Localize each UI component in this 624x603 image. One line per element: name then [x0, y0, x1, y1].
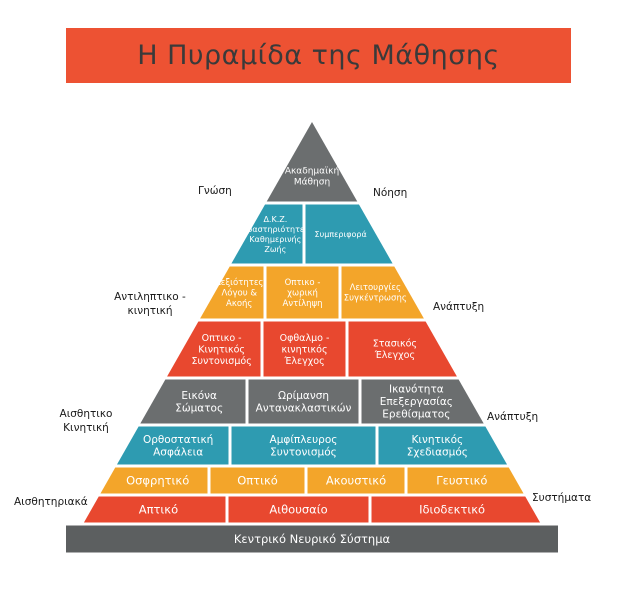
pyramid-cell-label: Ακουστικό: [326, 474, 386, 488]
label-gnosi: Γνώση: [198, 185, 232, 197]
pyramid-cell-label: Γευστικό: [436, 474, 487, 488]
pyramid-cell-3-1: [200, 266, 264, 319]
pyramid-cell-8-1: [83, 496, 226, 523]
pyramid-level-7: Οσφρητικό Οπτικό Ακουστικό Γευστικό: [100, 467, 524, 494]
title-banner: Η Πυραμίδα της Μάθησης: [66, 28, 571, 83]
pyramid-cell-4-1: [167, 321, 261, 377]
pyramid-cell-5-3: [361, 379, 484, 424]
label-systimata: Συστήματα: [532, 492, 592, 504]
label-antiliptiko-kinitiki: Αντιληπτικο - κινητική: [114, 291, 186, 317]
label-aisthitiko-kinitiki: Αισθητικο Κινητική: [59, 408, 113, 434]
pyramid-cell-4-2: [263, 321, 346, 377]
pyramid-cell-label: Οπτικό: [237, 474, 278, 488]
pyramid-cell-2-1: [231, 204, 303, 264]
pyramid-cell-label: Αιθουσαίο: [269, 503, 327, 517]
pyramid-cell-7-1: [100, 467, 208, 494]
pyramid-cell-7-2: [210, 467, 305, 494]
pyramid-cell-3-3: [341, 266, 424, 319]
pyramid-cell-9-1: [66, 525, 558, 553]
pyramid-level-8: Απτικό Αιθουσαίο Ιδιοδεκτικό: [83, 496, 541, 523]
pyramid-cell-label: Απτικό: [139, 503, 178, 517]
pyramid-cell-6-2: [231, 426, 376, 465]
label-anaptyxi-lower: Ανάπτυξη: [487, 411, 539, 423]
pyramid-cell-label: Συμπεριφορά: [315, 230, 367, 239]
pyramid-cell-1-1: [266, 122, 358, 202]
label-noisi: Νόηση: [373, 187, 408, 199]
pyramid-cell-5-2: [248, 379, 359, 424]
pyramid-cell-6-3: [378, 426, 508, 465]
pyramid-cell-5-1: [140, 379, 246, 424]
pyramid-cell-7-4: [407, 467, 524, 494]
pyramid-cell-7-3: [307, 467, 405, 494]
pyramid-cell-8-3: [371, 496, 541, 523]
pyramid-cell-3-2: [266, 266, 339, 319]
page-title: Η Πυραμίδα της Μάθησης: [137, 40, 500, 71]
label-aisthitiriaka: Αισθητηριακά: [14, 496, 88, 508]
pyramid-cell-4-3: [348, 321, 457, 377]
pyramid-cell-label: Κεντρικό Νευρικό Σύστημα: [234, 532, 391, 546]
pyramid-cell-label: Οσφρητικό: [126, 474, 189, 488]
label-anaptyxi-upper: Ανάπτυξη: [433, 301, 485, 313]
pyramid-cell-label: Ιδιοδεκτικό: [419, 503, 485, 517]
pyramid-cell-6-1: [116, 426, 229, 465]
pyramid-cell-8-2: [228, 496, 369, 523]
pyramid-level-9: Κεντρικό Νευρικό Σύστημα: [66, 525, 558, 553]
pyramid-cell-2-2: [305, 204, 393, 264]
